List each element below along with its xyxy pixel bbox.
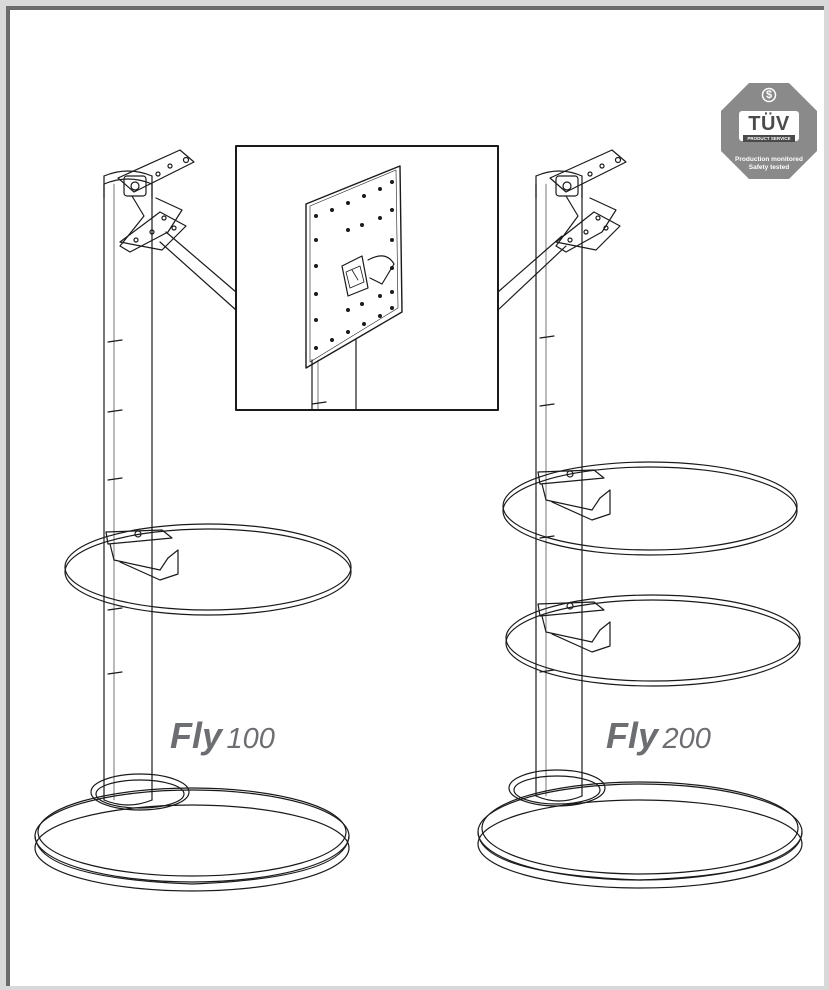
fly200-lower-collar [537, 601, 611, 653]
tuv-certification-badge: $ TÜV PRODUCT SERVICE Production monitor… [721, 83, 817, 179]
fly200-upper-glass-shelf [502, 461, 798, 556]
fly100-glass-shelf [64, 523, 352, 616]
inset-callout-lines [159, 231, 567, 311]
fly200-mount-bracket [549, 149, 627, 253]
fly100-mount-bracket [117, 149, 195, 253]
fly100-shelf-collar [105, 529, 179, 581]
fly100-base [34, 773, 350, 892]
mount-plate-detail-inset [235, 145, 499, 411]
fly200-upper-collar [537, 469, 611, 521]
tuv-mark: TÜV [748, 113, 790, 135]
fly100-column [103, 170, 153, 806]
product-brand: Fly [606, 715, 659, 756]
fly200-lower-glass-shelf [505, 594, 801, 687]
tuv-service-text: PRODUCT SERVICE [747, 136, 791, 141]
tuv-symbol: $ [765, 89, 773, 101]
product-model-number: 100 [226, 723, 275, 755]
tuv-production-text: Production monitored [735, 156, 803, 163]
product-brand: Fly [170, 715, 223, 756]
fly100-stand-illustration [34, 149, 352, 892]
tv-stand-line-drawing [34, 145, 803, 892]
fly200-stand-illustration [477, 149, 803, 889]
instruction-page: Fly 100 Fly 200 $ TÜV PRODUCT SERVICE Pr… [6, 6, 824, 986]
product-label-fly-200: Fly 200 [606, 715, 711, 757]
product-model-number: 200 [662, 723, 711, 755]
product-label-fly-100: Fly 100 [170, 715, 275, 757]
tuv-safety-text: Safety tested [748, 164, 790, 171]
fly200-column [535, 170, 583, 802]
octagon-seal-icon [721, 83, 817, 179]
fly200-base [477, 769, 803, 889]
